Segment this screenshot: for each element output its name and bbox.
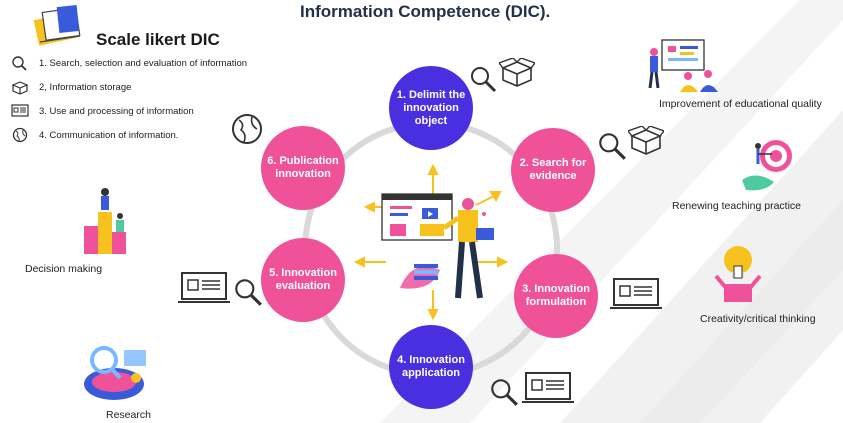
screen-icon — [11, 104, 29, 117]
outcome-research: Research — [106, 409, 151, 421]
cycle-node-publication: 6. Publication innovation — [261, 126, 345, 210]
cycle-node-label: 2. Search for evidence — [519, 157, 587, 182]
cycle-node-evaluation: 5. Innovation evaluation — [261, 238, 345, 322]
magnifier-icon — [471, 67, 497, 93]
lightbulb-illustration — [714, 246, 762, 302]
box-icon — [499, 58, 535, 87]
podium-illustration — [84, 188, 126, 254]
cycle-node-label: 6. Publication innovation — [267, 155, 339, 180]
cycle-node-search: 2. Search for evidence — [511, 128, 595, 212]
box-icon — [11, 81, 29, 95]
cycle-node-application: 4. Innovation application — [389, 325, 473, 409]
outcome-decision: Decision making — [25, 263, 103, 275]
cycle-node-label: 5. Innovation evaluation — [269, 267, 337, 292]
cycle-node-label: 4. Innovation application — [397, 354, 465, 379]
legend-item-label: 3. Use and processing of information — [39, 105, 194, 117]
globe-icon — [232, 114, 262, 144]
research-illustration — [84, 346, 146, 400]
cycle-node-label: 1. Delimit the innovation object — [396, 88, 466, 127]
legend-item-label: 2, Information storage — [39, 81, 132, 93]
legend-title: Scale likert DIC — [96, 30, 220, 49]
screen-icon — [610, 278, 662, 309]
magnifier-icon — [491, 379, 518, 406]
legend-item-storage: 2, Information storage — [10, 78, 131, 96]
box-icon — [628, 126, 664, 155]
cycle-node-label: 3. Innovation formulation — [522, 283, 590, 308]
legend-item-label: 4. Communication of information. — [39, 129, 179, 141]
magnifier-icon — [599, 133, 626, 160]
outcome-renewing: Renewing teaching practice — [672, 200, 801, 212]
outcome-improvement: Improvement of educational quality — [659, 98, 822, 110]
globe-icon — [12, 127, 28, 143]
legend-item-search: 1. Search, selection and evaluation of i… — [10, 54, 247, 72]
central-illustration — [381, 193, 494, 299]
legend-item-processing: 3. Use and processing of information — [10, 102, 194, 120]
page-title: Information Competence (DIC). — [300, 2, 551, 21]
notebook-illustration — [33, 5, 81, 46]
legend-item-label: 1. Search, selection and evaluation of i… — [39, 57, 248, 69]
outcome-creativity: Creativity/critical thinking — [700, 313, 816, 325]
cycle-node-formulation: 3. Innovation formulation — [514, 254, 598, 338]
teaching-illustration — [648, 39, 718, 92]
screen-icon — [522, 372, 574, 403]
magnifier-icon — [12, 56, 27, 71]
magnifier-icon — [235, 279, 262, 306]
legend-item-communication: 4. Communication of information. — [10, 126, 178, 144]
target-illustration — [742, 140, 792, 191]
screen-icon — [178, 272, 230, 303]
cycle-node-delimit: 1. Delimit the innovation object — [389, 66, 473, 150]
